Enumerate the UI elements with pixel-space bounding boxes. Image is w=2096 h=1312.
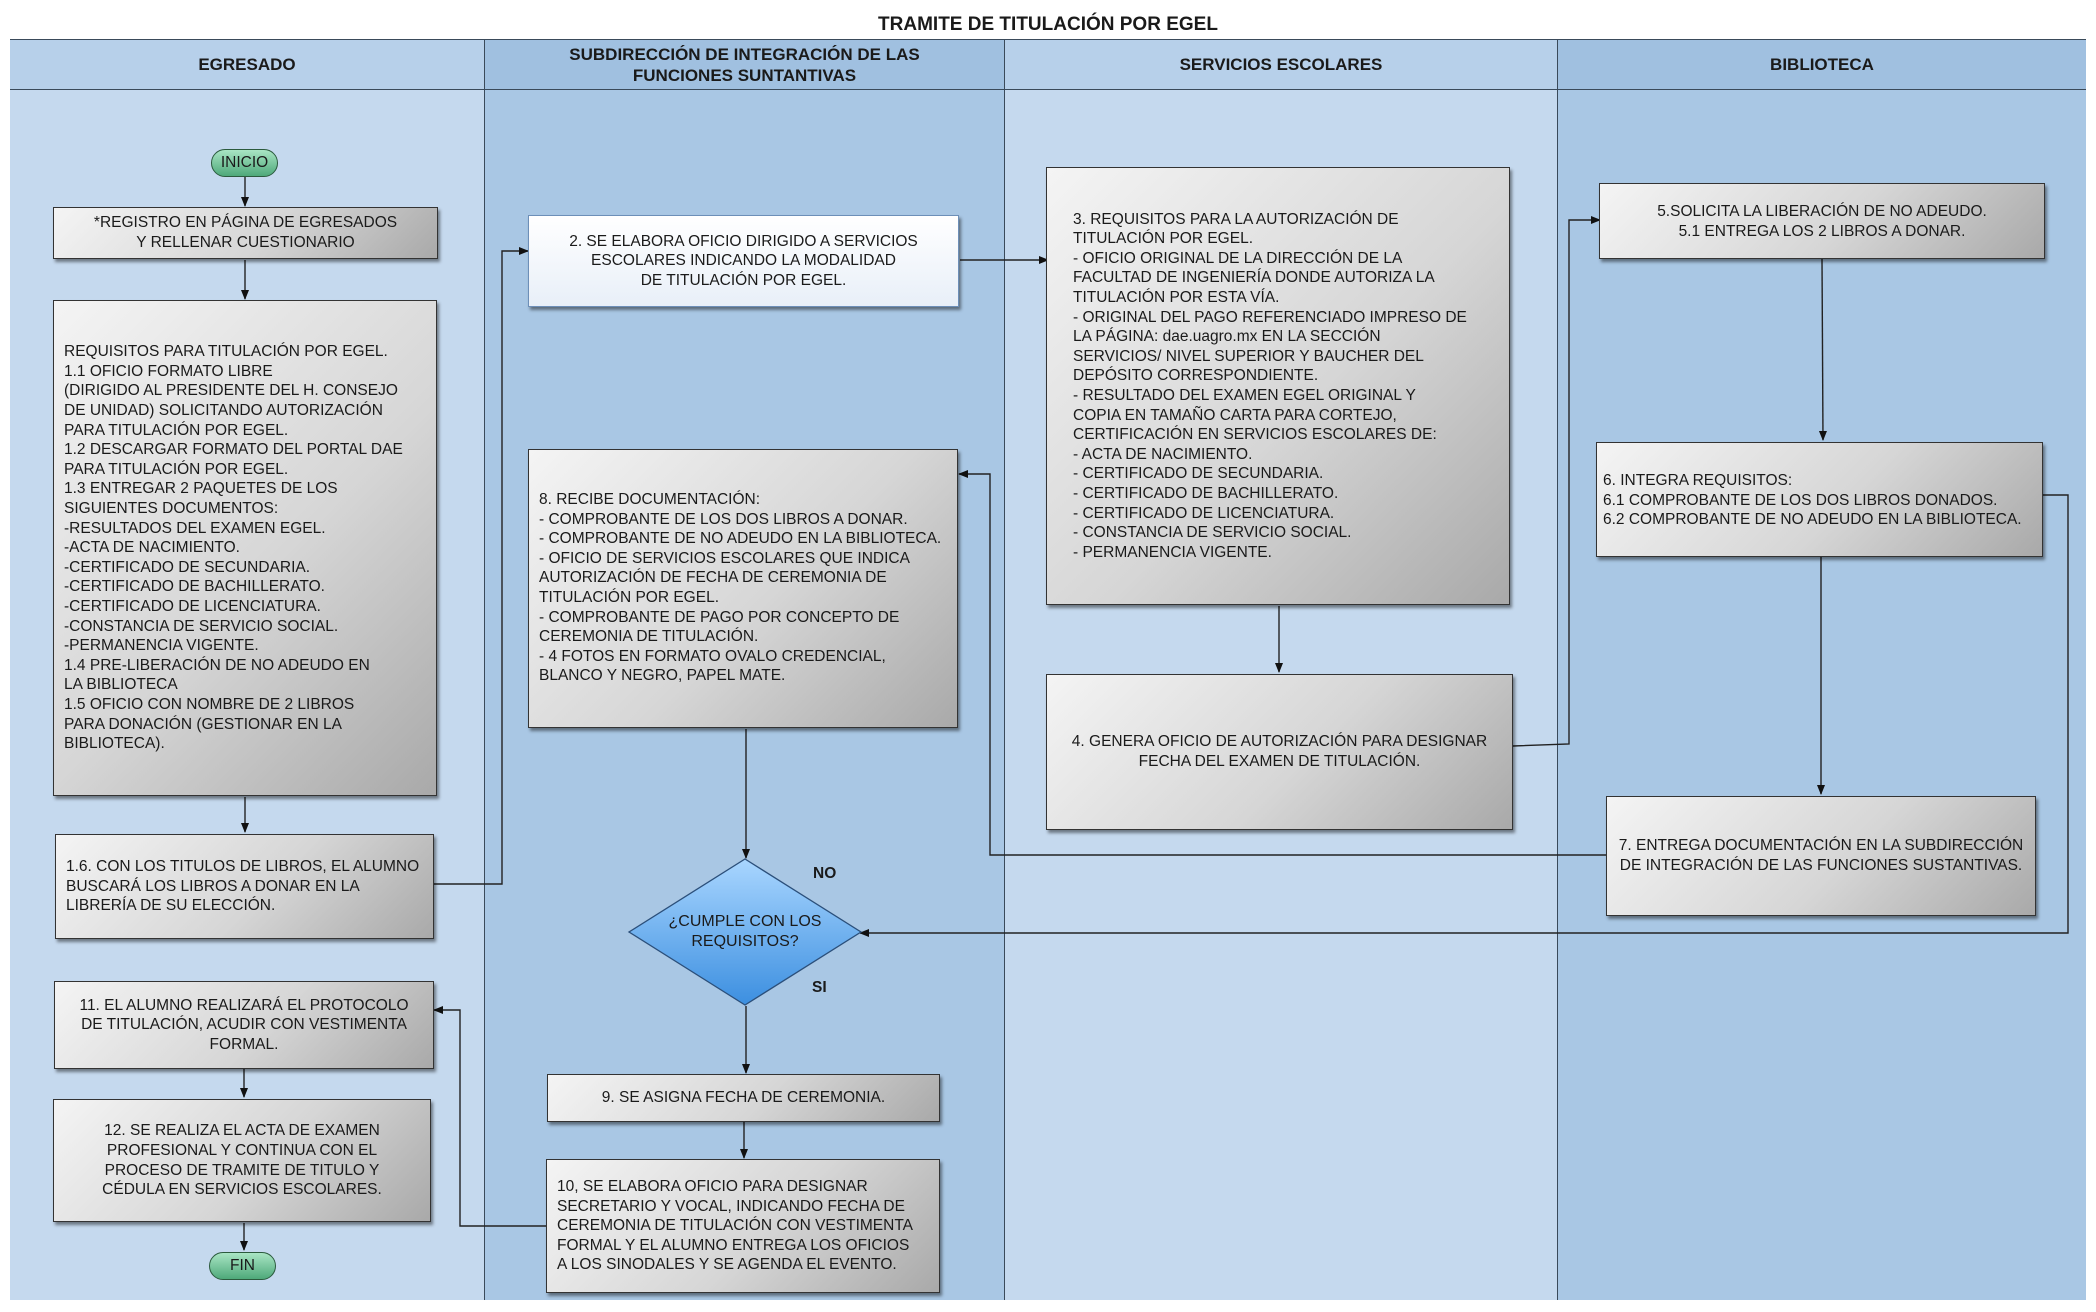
step-1-6: 1.6. CON LOS TITULOS DE LIBROS, EL ALUMN… <box>55 834 434 939</box>
step-10: 10, SE ELABORA OFICIO PARA DESIGNAR SECR… <box>546 1159 940 1293</box>
step-2: 2. SE ELABORA OFICIO DIRIGIDO A SERVICIO… <box>528 215 959 307</box>
decision-no-label: NO <box>813 865 837 882</box>
diagram-title: TRAMITE DE TITULACIÓN POR EGEL <box>10 10 2086 40</box>
connector-s5-to-s6 <box>1818 258 1827 441</box>
step-5: 5.SOLICITA LA LIBERACIÓN DE NO ADEUDO. 5… <box>1599 183 2045 259</box>
step-registro: *REGISTRO EN PÁGINA DE EGRESADOS Y RELLE… <box>53 207 438 259</box>
lane-header-servicios-escolares: SERVICIOS ESCOLARES <box>1005 40 1557 90</box>
step-9: 9. SE ASIGNA FECHA DE CEREMONIA. <box>547 1074 940 1122</box>
lane-header-egresado: EGRESADO <box>10 40 484 90</box>
start-terminal: INICIO <box>211 149 278 177</box>
decision-diamond <box>627 858 863 1006</box>
step-12: 12. SE REALIZA EL ACTA DE EXAMEN PROFESI… <box>53 1099 431 1222</box>
end-terminal: FIN <box>209 1252 276 1280</box>
step-4: 4. GENERA OFICIO DE AUTORIZACIÓN PARA DE… <box>1046 674 1513 830</box>
lane-header-subdireccion: SUBDIRECCIÓN DE INTEGRACIÓN DE LAS FUNCI… <box>485 40 1004 90</box>
lane-header-biblioteca: BIBLIOTECA <box>1558 40 2086 90</box>
connector-s10-to-s11 <box>433 1006 546 1227</box>
connector-s4-to-s5 <box>1512 216 1601 747</box>
step-3: 3. REQUISITOS PARA LA AUTORIZACIÓN DE TI… <box>1046 167 1510 605</box>
connector-s1-6-to-s2 <box>434 247 529 885</box>
connector-s6-to-decision <box>859 494 2069 937</box>
step-8: 8. RECIBE DOCUMENTACIÓN: - COMPROBANTE D… <box>528 449 958 728</box>
connector-s7-to-s8 <box>958 470 1606 856</box>
step-requisitos-egel: REQUISITOS PARA TITULACIÓN POR EGEL. 1.1… <box>53 300 437 796</box>
decision-si-label: SI <box>812 979 827 996</box>
step-7: 7. ENTREGA DOCUMENTACIÓN EN LA SUBDIRECC… <box>1606 796 2036 916</box>
step-6: 6. INTEGRA REQUISITOS: 6.1 COMPROBANTE D… <box>1596 442 2043 557</box>
decision-text: ¿CUMPLE CON LOS REQUISITOS? <box>668 913 822 950</box>
step-11: 11. EL ALUMNO REALIZARÁ EL PROTOCOLO DE … <box>54 981 434 1069</box>
